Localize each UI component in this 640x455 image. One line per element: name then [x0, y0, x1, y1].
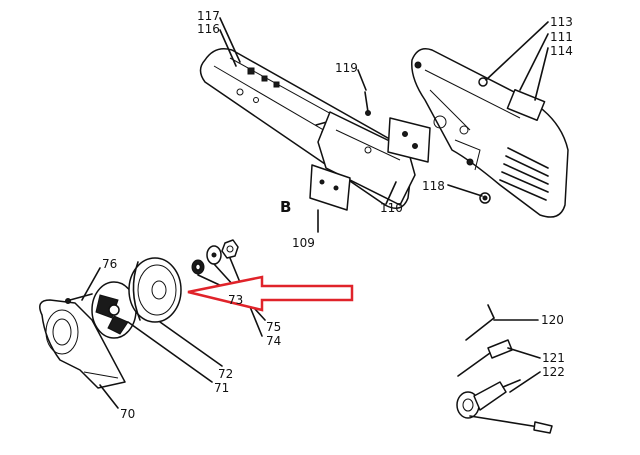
label-b: B — [280, 198, 291, 216]
cover-vent-slots — [499, 147, 549, 201]
label-114: 114 — [550, 44, 573, 58]
label-109: 109 — [292, 236, 315, 250]
label-119: 119 — [335, 61, 358, 75]
bolt-118 — [479, 192, 491, 204]
label-118: 118 — [422, 179, 445, 193]
label-72: 72 — [218, 367, 233, 381]
label-113: 113 — [550, 15, 573, 29]
label-110: 110 — [380, 201, 403, 215]
highlight-arrow — [187, 275, 354, 312]
label-122: 122 — [542, 365, 565, 379]
hex-key-120 — [465, 304, 495, 341]
clutch-housing-70 — [39, 299, 126, 389]
screwdriver-121 — [457, 339, 513, 377]
clutch-shoe-assembly — [91, 281, 137, 339]
plate-109 — [309, 164, 351, 211]
label-73: 73 — [228, 293, 243, 307]
label-116: 116 — [197, 22, 220, 36]
label-74: 74 — [266, 334, 281, 348]
label-117: 117 — [197, 9, 220, 23]
screw-76 — [65, 293, 93, 304]
label-120: 120 — [541, 313, 564, 327]
label-76: 76 — [102, 257, 117, 271]
side-cover — [411, 48, 569, 218]
clutch-drum-72 — [128, 257, 182, 323]
part-labels: 117 116 119 113 111 114 B 110 118 109 76… — [102, 9, 573, 421]
needle-bearing-73 — [191, 259, 205, 275]
washer-74 — [206, 245, 222, 265]
label-75: 75 — [266, 320, 281, 334]
nut-75 — [221, 239, 239, 259]
combination-wrench-122 — [456, 379, 553, 434]
label-111: 111 — [550, 30, 573, 44]
label-71: 71 — [214, 381, 229, 395]
label-121: 121 — [542, 351, 565, 365]
adjuster-plate — [364, 91, 431, 163]
label-70: 70 — [120, 407, 135, 421]
